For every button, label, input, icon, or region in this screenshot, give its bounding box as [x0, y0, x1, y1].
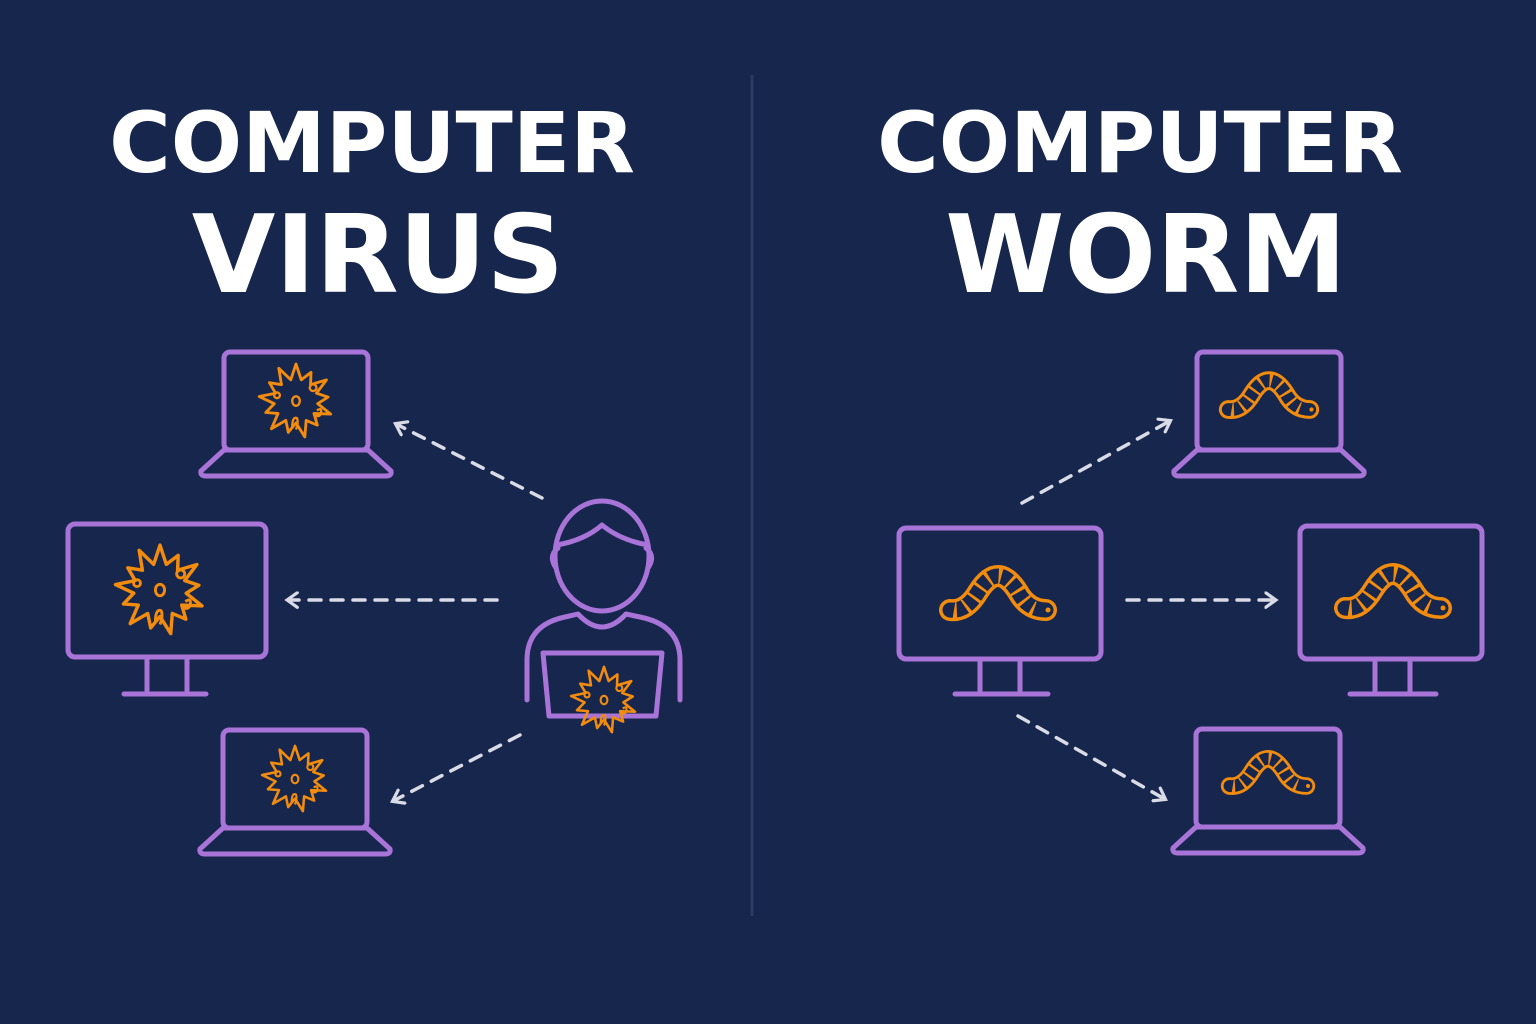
virus-title-line2: VIRUS: [192, 193, 564, 318]
person-laptop: [540, 650, 665, 719]
worm-title-line2: WORM: [945, 193, 1347, 318]
spread-arrow-bottom: [395, 733, 522, 800]
virus-title-line1: COMPUTER: [109, 94, 635, 192]
monitor-left: [65, 521, 269, 697]
monitor-right: [1297, 523, 1485, 697]
worm-title-line1: COMPUTER: [877, 94, 1403, 192]
monitor-source: [896, 525, 1104, 697]
infected-user: [524, 498, 683, 734]
worm-arrow-bottom: [1016, 714, 1163, 798]
worm-arrow-top: [1020, 422, 1168, 505]
spread-arrow-top: [398, 425, 544, 500]
person-body: [524, 611, 683, 703]
